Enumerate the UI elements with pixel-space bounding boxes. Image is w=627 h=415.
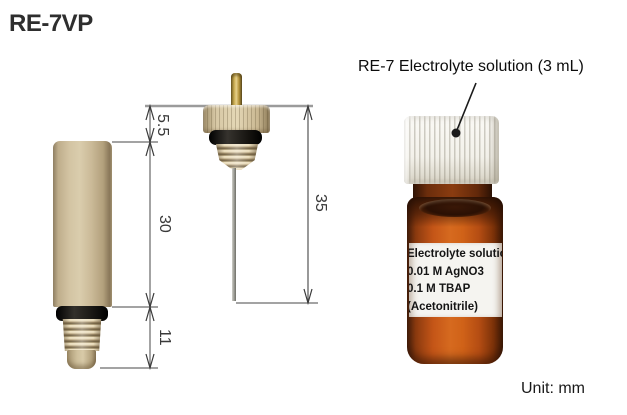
- electrode-body: [53, 141, 112, 307]
- vial-label-line: Electrolyte solutio: [409, 248, 502, 260]
- plug-gold-pin: [231, 73, 242, 107]
- dim-label-thread-length: 11: [156, 328, 173, 346]
- electrode-tip: [67, 350, 96, 369]
- dim-label-body-length: 30: [156, 215, 173, 233]
- vial-label-line: 0.1 M TBAP: [409, 283, 471, 295]
- electrode-threads: [62, 319, 102, 351]
- electrode-oring: [56, 306, 108, 321]
- vial-label: Electrolyte solutio 0.01 M AgNO3 0.1 M T…: [409, 243, 502, 317]
- dim-label-total-length: 35: [312, 194, 329, 212]
- vial-label-line: 0.01 M AgNO3: [409, 265, 484, 278]
- plug-oring: [209, 130, 262, 145]
- dim-label-cap-height: 5.5: [154, 113, 171, 137]
- plug-cap: [203, 105, 270, 133]
- vial-callout-text: RE-7 Electrolyte solution (3 mL): [358, 58, 584, 75]
- page-title: RE-7VP: [9, 10, 93, 37]
- unit-note: Unit: mm: [521, 380, 585, 397]
- vial-neck: [413, 180, 492, 200]
- vial-mouth: [419, 199, 491, 217]
- vial-label-line: (Acetonitrile): [409, 300, 478, 313]
- vial-cap: [404, 116, 499, 184]
- electrode-wire: [232, 168, 236, 301]
